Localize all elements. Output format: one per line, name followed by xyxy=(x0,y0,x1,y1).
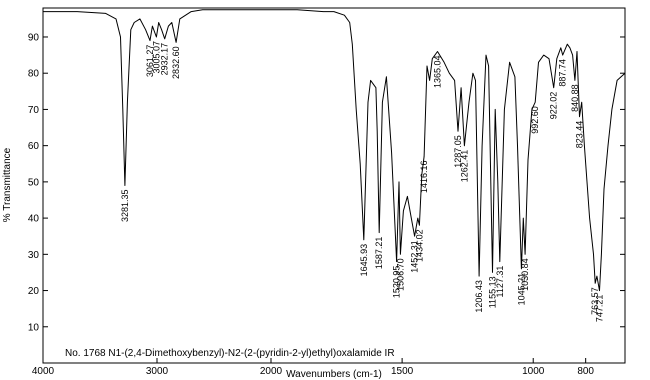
peak-label: 1416.16 xyxy=(419,161,429,194)
x-tick-label: 2000 xyxy=(260,366,283,377)
spectrum-line-layer xyxy=(43,9,626,292)
spectrum-line xyxy=(43,9,626,292)
axis-ticks-layer: 10 20 30 40 50 60 70 80 90 4000 3000 2000 1500 1000 80… xyxy=(28,32,625,377)
peak-label: 823.44 xyxy=(575,121,585,149)
peak-label: 2832.60 xyxy=(171,46,181,79)
spectrum-caption: No. 1768 N1-(2,4-Dimethoxybenzyl)-N2-(2-… xyxy=(65,348,395,359)
peak-label: 1206.43 xyxy=(474,280,484,313)
y-tick-label: 70 xyxy=(28,105,40,116)
peak-label: 3061.27 xyxy=(145,45,155,78)
x-tick-label: 3000 xyxy=(146,366,169,377)
y-tick-label: 40 xyxy=(28,214,40,225)
peak-label: 1030.84 xyxy=(520,258,530,291)
x-tick-label: 4000 xyxy=(32,366,55,377)
plot-frame xyxy=(42,7,626,364)
peak-label: 840.88 xyxy=(570,84,580,112)
x-axis-title: Wavenumbers (cm-1) xyxy=(286,369,382,380)
peak-label: 1287.05 xyxy=(453,135,463,168)
peak-label: 1155.13 xyxy=(488,276,498,308)
peak-label: 1365.04 xyxy=(433,56,443,89)
x-tick-label: 800 xyxy=(577,366,594,377)
y-tick-label: 90 xyxy=(28,32,40,43)
peak-label: 1452.31 xyxy=(410,240,420,273)
y-axis-title: % Transmittance xyxy=(2,147,13,222)
peak-label: 992.60 xyxy=(530,106,540,134)
peak-label: 1045.21 xyxy=(516,273,526,306)
x-tick-label: 1000 xyxy=(522,366,545,377)
peak-label: 2932.17 xyxy=(160,43,170,76)
y-tick-label: 30 xyxy=(28,250,40,261)
peak-label: 747.21 xyxy=(595,295,605,323)
y-tick-label: 50 xyxy=(28,177,40,188)
peak-label: 1587.21 xyxy=(374,237,384,270)
peak-label: 3005.07 xyxy=(151,41,161,74)
x-tick-label: 1500 xyxy=(391,366,414,377)
peak-label: 1506.70 xyxy=(395,258,405,291)
peak-label: 1262.41 xyxy=(459,150,469,183)
y-tick-label: 80 xyxy=(28,69,40,80)
y-tick-label: 60 xyxy=(28,141,40,152)
peak-label: 1520.95 xyxy=(392,266,402,299)
y-tick-label: 20 xyxy=(28,286,40,297)
peak-label: 1645.93 xyxy=(359,244,369,277)
peak-label: 922.02 xyxy=(549,92,559,120)
peak-label: 1434.02 xyxy=(414,229,424,262)
peak-label: 763.57 xyxy=(590,287,600,315)
peak-label: 1127.31 xyxy=(495,266,505,298)
peak-label: 3281.35 xyxy=(120,190,130,223)
y-tick-label: 10 xyxy=(28,322,40,333)
peak-label: 887.74 xyxy=(558,59,568,87)
